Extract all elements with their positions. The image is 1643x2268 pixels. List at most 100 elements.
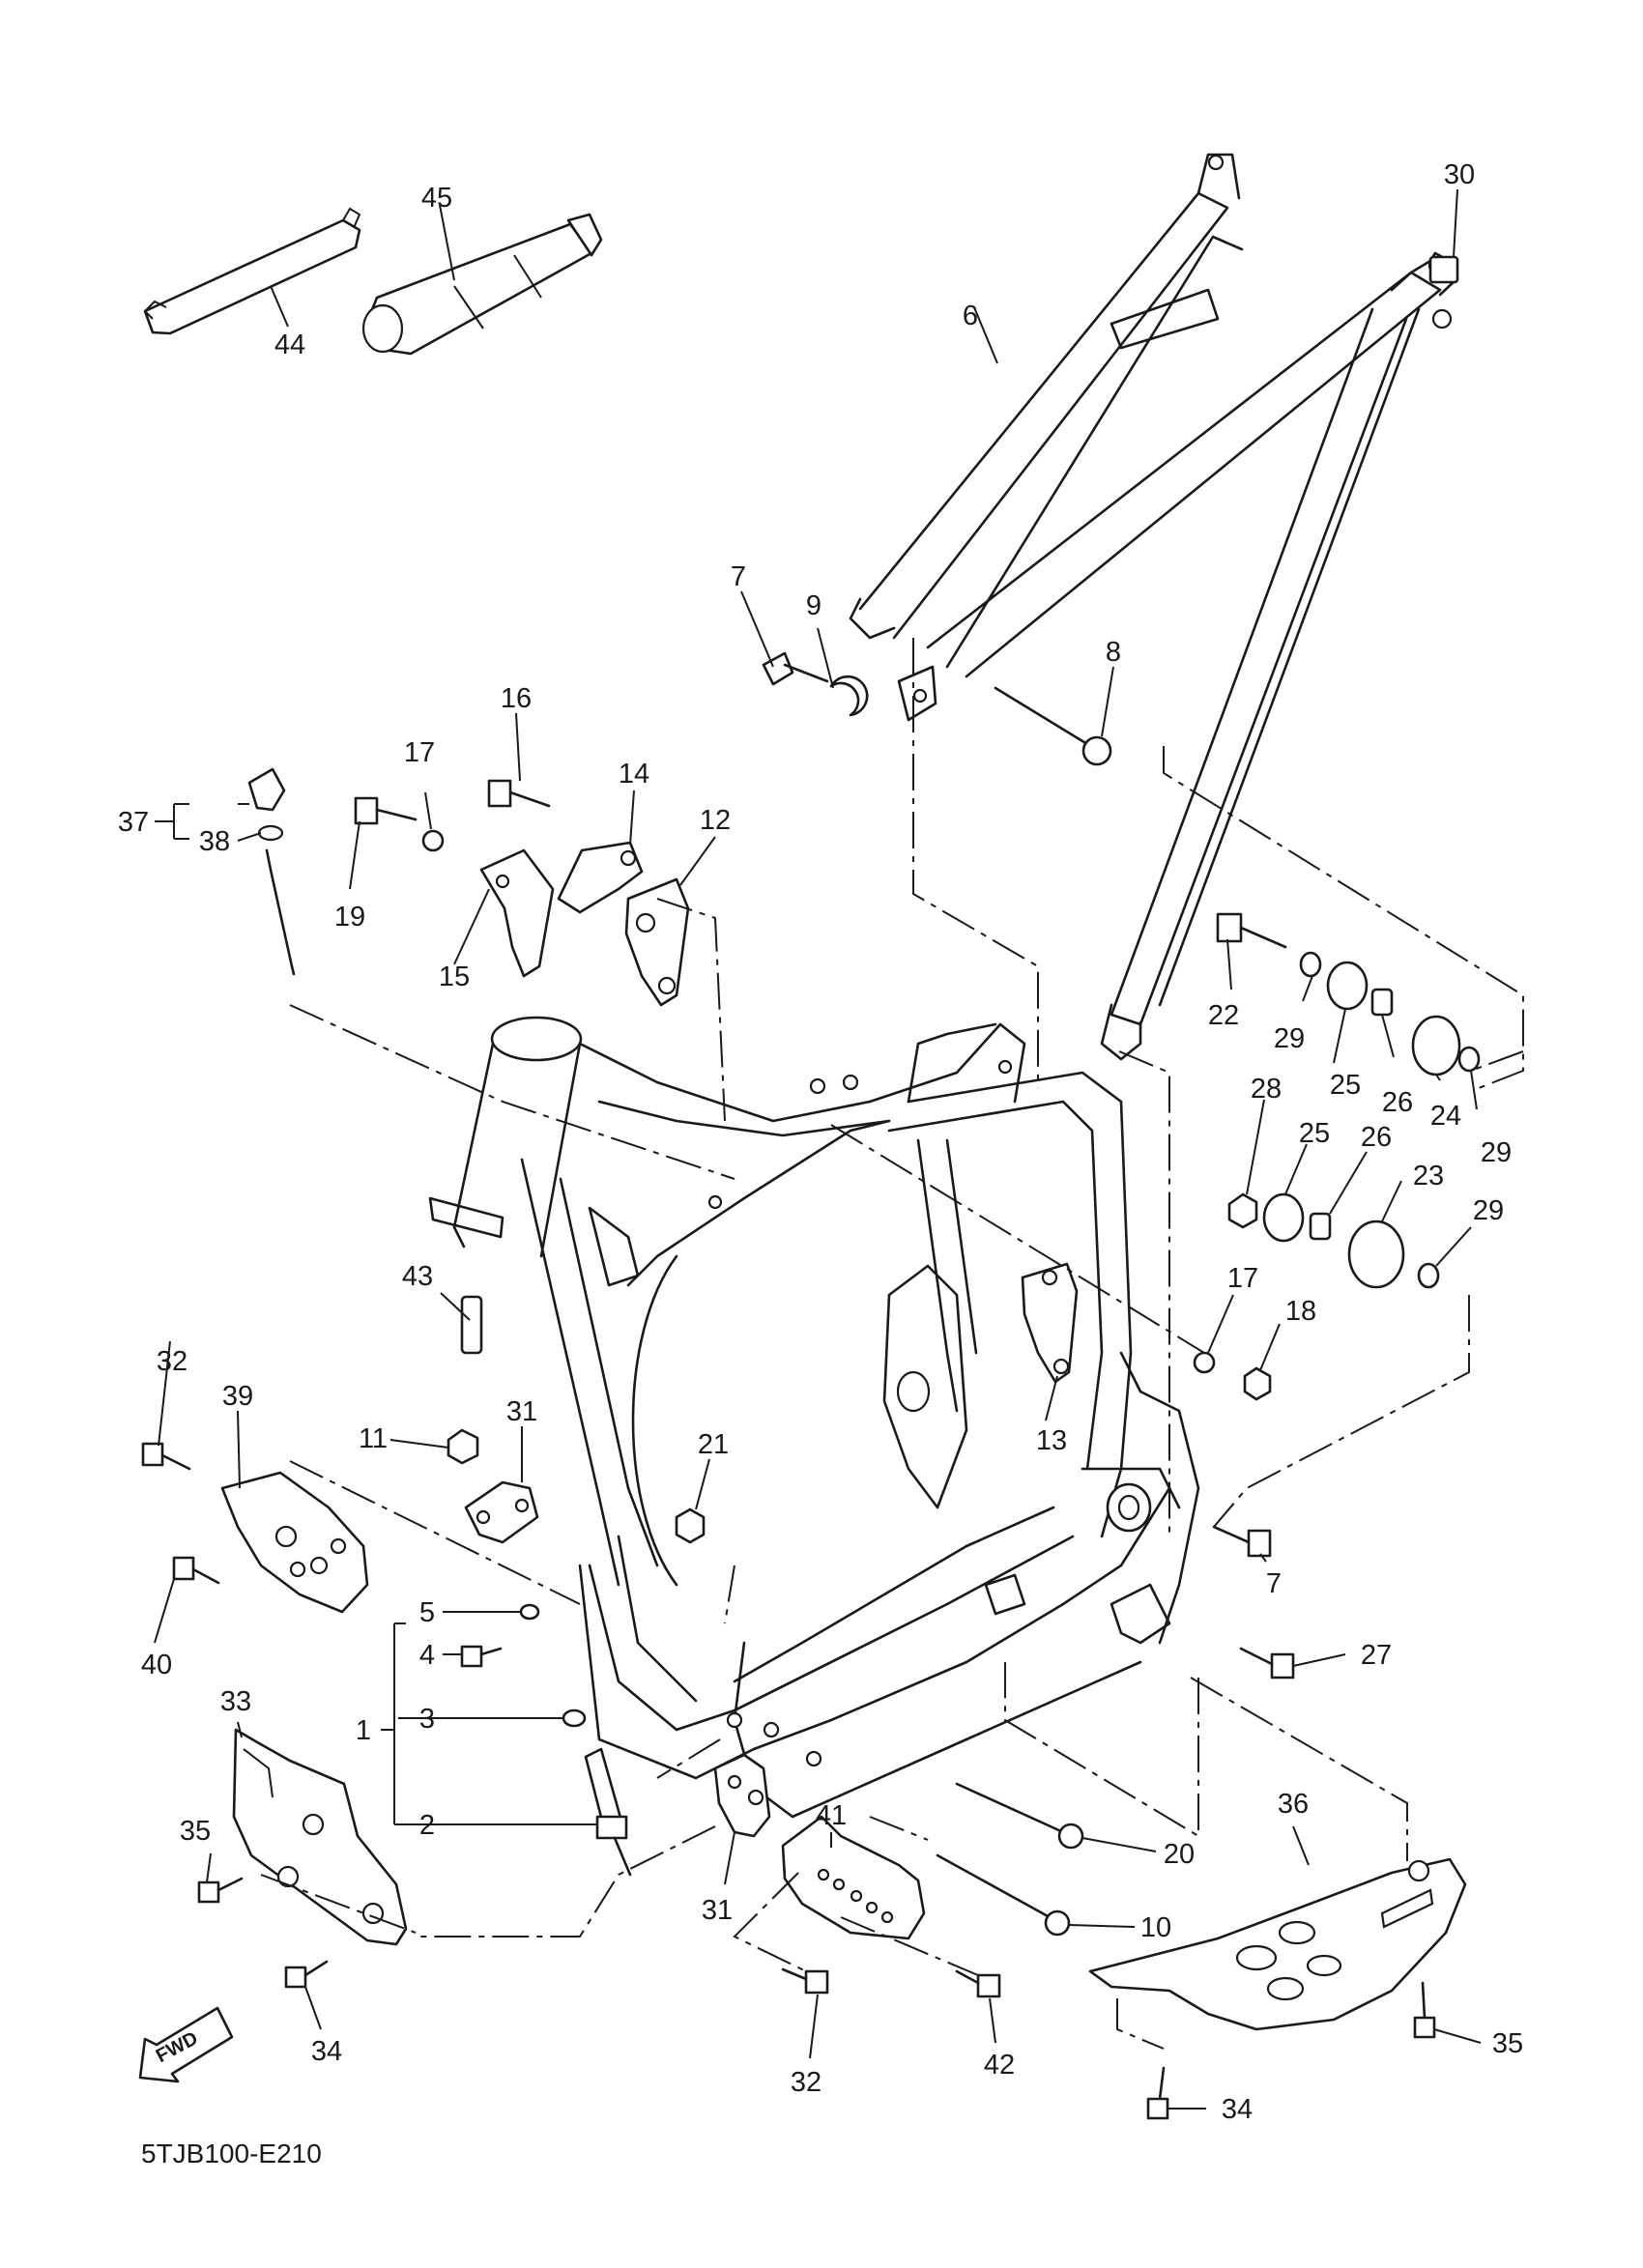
callout-7: 7 <box>1266 1568 1282 1599</box>
collar-43 <box>460 1295 483 1355</box>
bolt-34-left <box>284 1960 329 1989</box>
damper-25a <box>1326 961 1369 1011</box>
callout-23: 23 <box>1413 1161 1444 1191</box>
bolt-7-upper <box>762 651 829 686</box>
callout-22: 22 <box>1208 1000 1239 1031</box>
callout-17: 17 <box>1227 1263 1258 1294</box>
callout-34: 34 <box>311 2036 342 2067</box>
callout-28: 28 <box>1251 1074 1282 1105</box>
gasket-3 <box>562 1708 587 1728</box>
bolt-7-lower <box>1212 1525 1272 1558</box>
callout-4: 4 <box>419 1640 435 1671</box>
washer-17-lower <box>1193 1351 1216 1374</box>
dipstick-37 <box>247 767 296 976</box>
bolt-35-right <box>1413 1981 1436 2039</box>
callout-31: 31 <box>506 1396 537 1427</box>
callout-33: 33 <box>220 1686 251 1717</box>
cap-30 <box>1428 255 1459 284</box>
bracket-12 <box>624 877 690 1007</box>
bolt-22 <box>1216 912 1287 949</box>
callout-26: 26 <box>1382 1087 1413 1118</box>
callout-25: 25 <box>1299 1118 1330 1149</box>
callout-32: 32 <box>157 1346 187 1377</box>
bolt-32-lower <box>781 1967 829 1995</box>
callout-32: 32 <box>791 2067 822 2098</box>
bolt-42 <box>955 1969 1001 1998</box>
diagram-code: 5TJB100-E210 <box>141 2139 322 2168</box>
leader-lines <box>154 188 1482 2110</box>
callout-29: 29 <box>1481 1137 1512 1168</box>
callout-36: 36 <box>1278 1789 1309 1820</box>
callout-9: 9 <box>806 590 822 621</box>
bracket-15 <box>479 848 555 978</box>
callout-16: 16 <box>501 683 532 714</box>
callout-8: 8 <box>1106 637 1121 668</box>
callout-27: 27 <box>1361 1640 1392 1671</box>
callout-7: 7 <box>731 561 746 592</box>
callout-11: 11 <box>359 1423 388 1454</box>
callout-43: 43 <box>402 1261 433 1292</box>
callout-42: 42 <box>984 2050 1015 2081</box>
bolt-20 <box>955 1782 1084 1850</box>
drain-plug-2 <box>584 1747 632 1877</box>
nut-28 <box>1227 1192 1258 1229</box>
damper-23 <box>1347 1220 1405 1289</box>
callout-41: 41 <box>816 1800 847 1831</box>
washer-5 <box>519 1603 540 1621</box>
bracket-31-upper <box>464 1480 539 1544</box>
callout-15: 15 <box>439 962 470 992</box>
callout-25: 25 <box>1330 1070 1361 1101</box>
assembly-lines <box>260 638 1524 2050</box>
rear-subframe-6 <box>849 153 1459 1061</box>
skid-plate-33 <box>232 1728 408 1946</box>
guard-39 <box>220 1471 369 1614</box>
callout-1: 1 <box>356 1715 371 1746</box>
callout-17: 17 <box>404 737 435 768</box>
callout-13: 13 <box>1036 1425 1067 1456</box>
nut-21 <box>675 1507 706 1544</box>
callout-12: 12 <box>700 805 731 836</box>
washer-29c <box>1417 1262 1440 1289</box>
callout-14: 14 <box>619 759 649 789</box>
callout-38: 38 <box>199 826 230 857</box>
callout-35: 35 <box>1492 2028 1523 2059</box>
bolt-4 <box>460 1645 503 1668</box>
washer-17-upper <box>421 829 445 852</box>
callout-5: 5 <box>419 1597 435 1628</box>
callout-29: 29 <box>1274 1023 1305 1054</box>
callout-39: 39 <box>222 1381 253 1412</box>
callout-2: 2 <box>419 1810 435 1841</box>
callout-20: 20 <box>1164 1839 1195 1870</box>
bolt-8 <box>994 686 1112 766</box>
nut-11 <box>447 1428 479 1465</box>
collar-26b <box>1309 1212 1332 1241</box>
skid-plate-36 <box>1088 1857 1467 2031</box>
bolt-35-left <box>197 1877 244 1904</box>
callout-30: 30 <box>1444 159 1475 190</box>
washer-29a <box>1299 951 1322 978</box>
callout-18: 18 <box>1285 1296 1316 1327</box>
washer-9 <box>829 675 869 717</box>
callout-10: 10 <box>1140 1912 1171 1943</box>
callout-37: 37 <box>118 807 149 838</box>
guard-41 <box>781 1815 926 1940</box>
tool-wrench-44 <box>143 207 361 335</box>
fwd-arrow-icon: FWD <box>138 2006 234 2083</box>
callout-24: 24 <box>1430 1101 1461 1132</box>
bracket-31-lower <box>713 1753 771 1838</box>
washer-29b <box>1457 1046 1481 1073</box>
callout-6: 6 <box>963 301 978 331</box>
bolt-40 <box>172 1556 220 1585</box>
callout-34: 34 <box>1222 2094 1253 2125</box>
bolt-19 <box>354 796 418 825</box>
nut-18 <box>1243 1366 1272 1401</box>
callout-26: 26 <box>1361 1122 1392 1153</box>
callout-44: 44 <box>274 330 305 360</box>
callout-labels: 45 44 30 6 7 9 8 16 17 14 12 37 38 19 15… <box>118 159 1523 2125</box>
engine-mount-13 <box>1021 1262 1079 1384</box>
damper-25b <box>1262 1192 1305 1243</box>
callout-35: 35 <box>180 1816 211 1847</box>
bolt-27 <box>1239 1647 1295 1679</box>
callout-45: 45 <box>421 183 452 214</box>
